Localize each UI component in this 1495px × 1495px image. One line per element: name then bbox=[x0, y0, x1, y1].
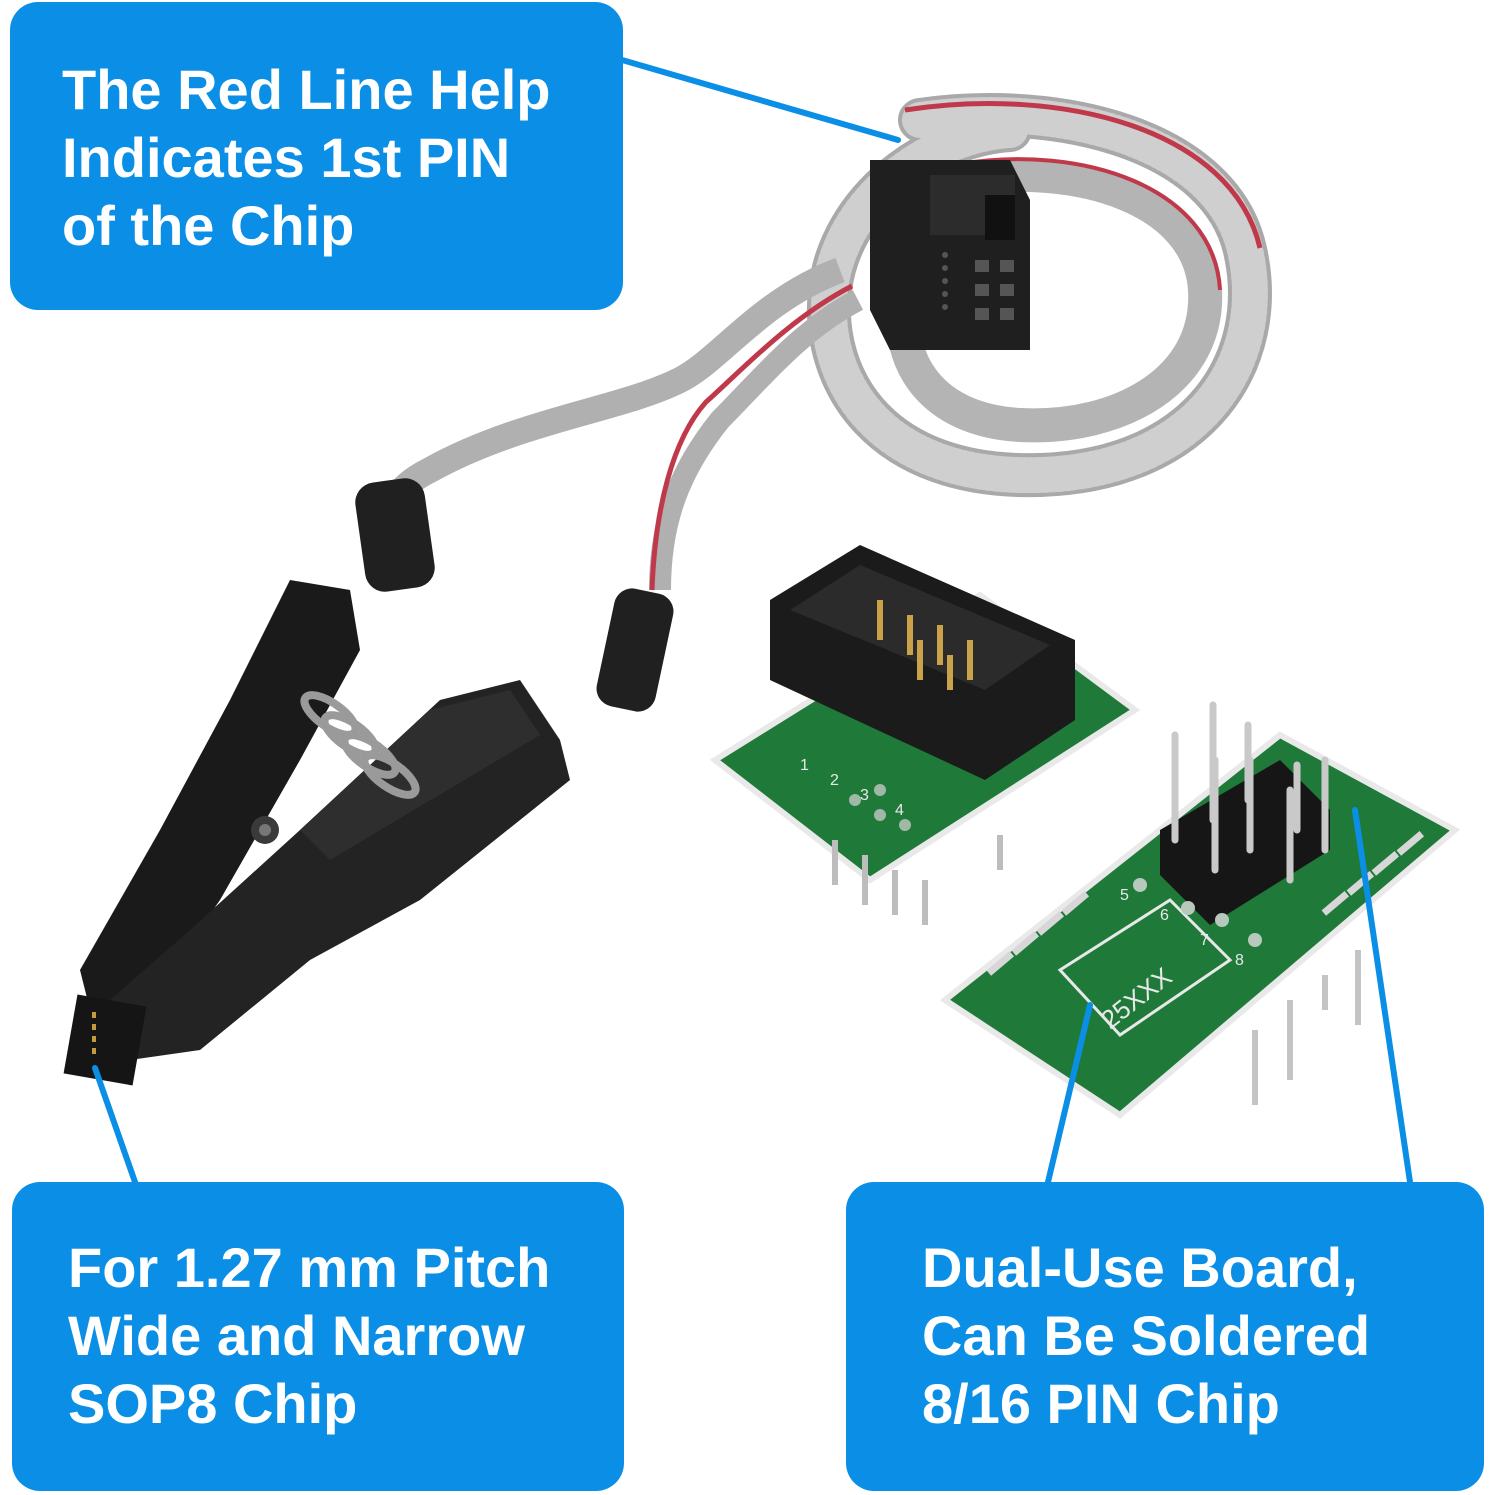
callout-board-text-2: Can Be Soldered bbox=[922, 1304, 1371, 1367]
small-adapter-board: 1 2 3 4 bbox=[709, 545, 1141, 925]
silk-pin-6: 6 bbox=[1160, 907, 1169, 924]
callout-red-line-text-1: The Red Line Help bbox=[62, 58, 551, 121]
ribbon-cable bbox=[383, 93, 1272, 591]
leader-lines bbox=[92, 57, 1413, 1185]
callout-pitch-text-2: Wide and Narrow bbox=[68, 1304, 525, 1367]
idc-connector bbox=[870, 160, 1030, 350]
silk-pin-5: 5 bbox=[1120, 887, 1129, 904]
callout-red-line-text-2: Indicates 1st PIN bbox=[62, 126, 511, 189]
callout-dual-use-board: Dual-Use Board, Can Be Soldered 8/16 PIN… bbox=[846, 1182, 1484, 1491]
silk-pin-3: 3 bbox=[860, 787, 869, 804]
dual-use-board: 25XXX 5 6 7 8 bbox=[939, 701, 1461, 1119]
silk-pin-8: 8 bbox=[1235, 952, 1244, 969]
callout-pitch-text-3: SOP8 Chip bbox=[68, 1372, 358, 1435]
callout-red-line-text-3: of the Chip bbox=[62, 194, 355, 257]
silk-pin-1: 1 bbox=[800, 757, 809, 774]
silk-pin-2: 2 bbox=[830, 772, 839, 789]
silk-pin-7: 7 bbox=[1200, 932, 1209, 949]
callout-pitch: For 1.27 mm Pitch Wide and Narrow SOP8 C… bbox=[12, 1182, 624, 1491]
callout-board-text-1: Dual-Use Board, bbox=[922, 1236, 1358, 1299]
callout-red-line: The Red Line Help Indicates 1st PIN of t… bbox=[10, 2, 623, 310]
callout-pitch-text-1: For 1.27 mm Pitch bbox=[68, 1236, 551, 1299]
soic-test-clip bbox=[63, 478, 674, 1086]
callout-board-text-3: 8/16 PIN Chip bbox=[922, 1372, 1280, 1435]
silk-pin-4: 4 bbox=[895, 802, 904, 819]
